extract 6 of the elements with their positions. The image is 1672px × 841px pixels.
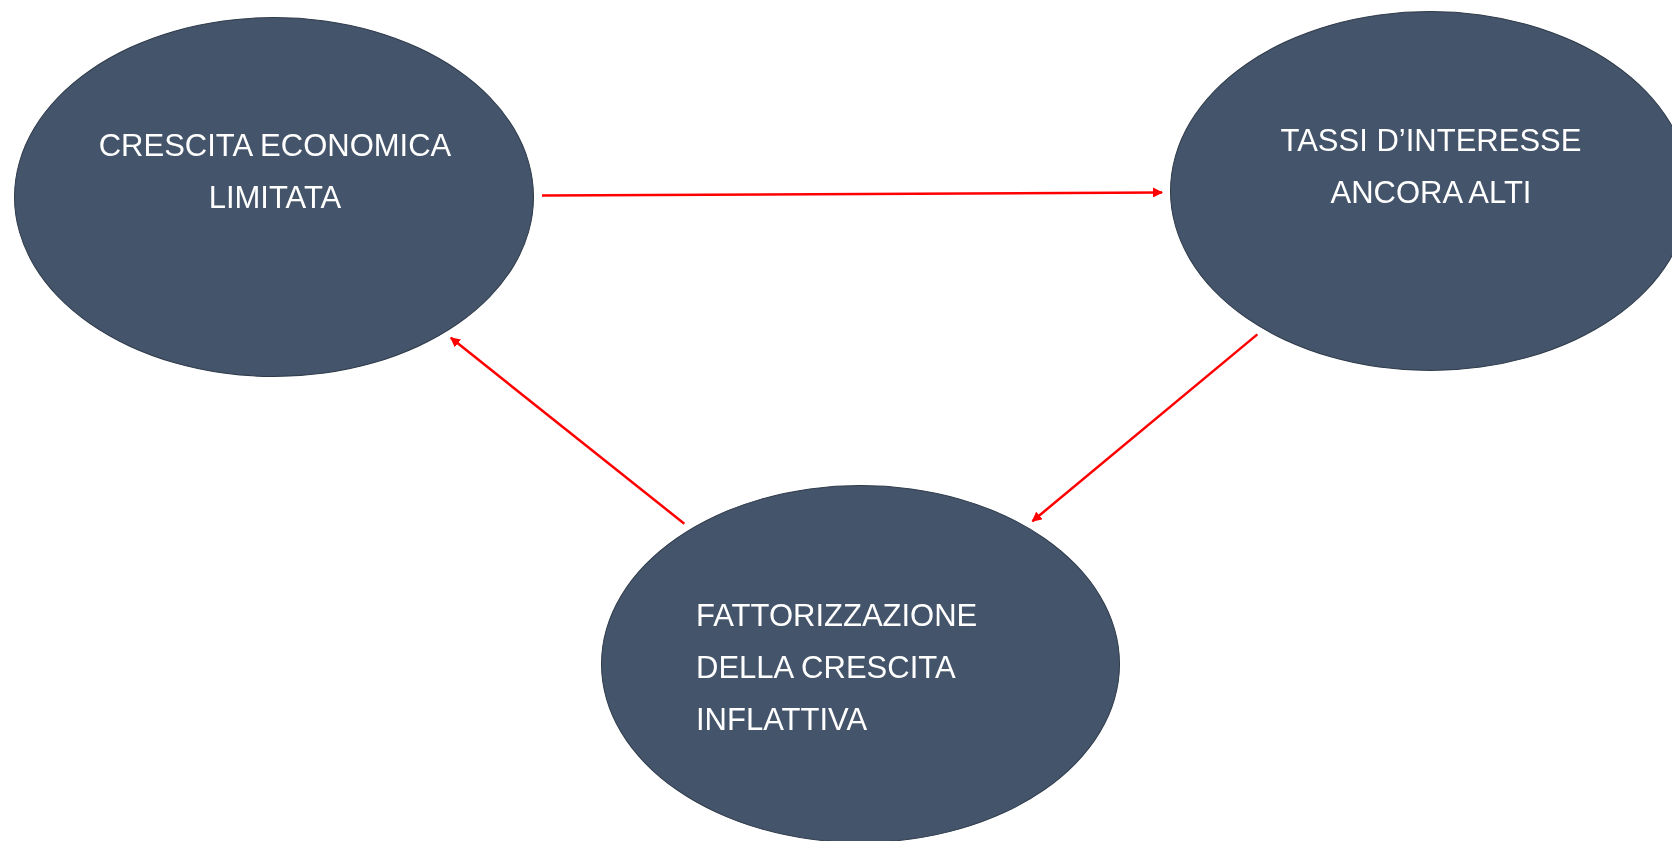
node-label: CRESCITA ECONOMICA LIMITATA — [97, 127, 453, 217]
arrow — [450, 336, 686, 525]
node-label: TASSI D’INTERESSE ANCORA ALTI — [1279, 122, 1583, 212]
arrow — [542, 187, 1163, 198]
node-label: FATTORIZZAZIONE DELLA CRESCITA INFLATTIVA — [696, 597, 979, 739]
arrow — [1031, 333, 1259, 523]
